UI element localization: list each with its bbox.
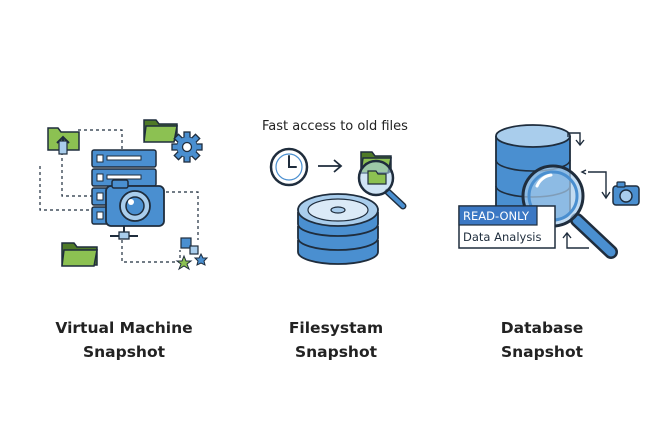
upload-folder-icon <box>47 127 80 155</box>
star-cluster-icon <box>175 237 209 271</box>
vm-title-line1: Virtual Machine <box>55 319 193 337</box>
gear-icon <box>171 131 203 163</box>
filesystem-title-line1: Filesystam <box>288 319 384 337</box>
vm-title-line2: Snapshot <box>82 343 166 361</box>
vm-panel <box>39 119 209 271</box>
fast-access-note: Fast access to old files <box>262 119 408 134</box>
arrow-right-icon <box>318 159 343 173</box>
folder-icon-bottom <box>61 242 98 267</box>
database-panel: READ-ONLY Data Analysis <box>458 124 640 259</box>
read-only-label-card: READ-ONLY Data Analysis <box>458 205 556 249</box>
camera-icon <box>105 179 165 227</box>
filesystem-panel <box>269 147 407 265</box>
folder-icon <box>143 119 178 143</box>
filesystem-caption: Filesystam Snapshot <box>236 316 436 364</box>
database-caption: Database Snapshot <box>442 316 642 364</box>
camera-icon <box>612 181 640 206</box>
database-title-line1: Database <box>500 319 584 337</box>
vm-caption: Virtual Machine Snapshot <box>24 316 224 364</box>
clock-icon <box>269 147 309 187</box>
flow-arrows <box>562 132 611 249</box>
disk-stack-icon <box>297 193 379 265</box>
data-analysis-label: Data Analysis <box>463 230 542 244</box>
read-only-badge: READ-ONLY <box>463 209 530 223</box>
database-title-line2: Snapshot <box>500 343 584 361</box>
filesystem-title-line2: Snapshot <box>294 343 378 361</box>
magnifier-icon <box>357 159 407 210</box>
